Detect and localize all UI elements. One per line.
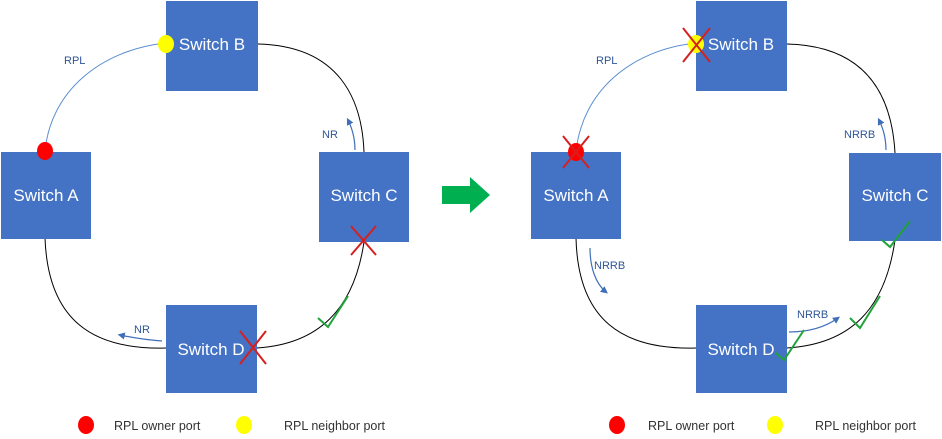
fault-x-icon-d [239, 330, 267, 365]
switch-d[interactable] [166, 305, 257, 393]
switch-a-label: Switch A [543, 186, 609, 205]
legend-neighbor-swatch [767, 416, 783, 434]
link-c-d-right [786, 239, 896, 349]
check-icon-c [881, 220, 911, 249]
right-legend: RPL owner port RPL neighbor port [609, 416, 917, 434]
left-ring-diagram: Switch A Switch B Switch C Switch D RPL … [1, 1, 409, 393]
nrrb-label-d: NRRB [797, 309, 828, 321]
switch-b[interactable] [166, 1, 258, 91]
switch-b[interactable] [696, 1, 787, 91]
legend-owner-label: RPL owner port [114, 419, 201, 433]
unblock-x-icon-a [562, 135, 590, 169]
switch-c[interactable] [849, 153, 941, 241]
switch-c[interactable] [319, 152, 409, 242]
legend-neighbor-swatch [236, 416, 252, 434]
switch-c-label: Switch C [861, 186, 928, 205]
switch-d[interactable] [696, 305, 787, 393]
rpl-link-a-b-right [575, 42, 697, 153]
nrrb-label-c: NRRB [844, 129, 875, 141]
switch-b-label: Switch B [708, 35, 774, 54]
link-b-c [257, 43, 365, 153]
legend-neighbor-label: RPL neighbor port [284, 419, 386, 433]
rpl-label: RPL [596, 55, 617, 67]
legend-neighbor-label: RPL neighbor port [815, 419, 917, 433]
nr-label-d: NR [134, 324, 150, 336]
nr-arrow-c [346, 117, 356, 151]
rpl-owner-port [37, 142, 53, 160]
legend-owner-swatch [78, 416, 94, 434]
fault-x-icon-c [350, 225, 377, 256]
legend-owner-swatch [609, 416, 625, 434]
switch-d-label: Switch D [707, 340, 774, 359]
link-c-d [256, 241, 365, 349]
link-b-c-right [786, 43, 896, 154]
nrrb-label-a: NRRB [594, 260, 625, 272]
check-icon-link [849, 295, 881, 330]
unblock-x-icon-b [682, 27, 711, 63]
transition-arrow-icon [442, 177, 490, 213]
switch-a-label: Switch A [13, 186, 79, 205]
link-d-a-right [575, 237, 697, 349]
switch-a[interactable] [1, 152, 91, 239]
legend-owner-label: RPL owner port [648, 419, 735, 433]
nr-label-c: NR [322, 129, 338, 141]
rpl-link-a-b [44, 42, 167, 153]
check-icon [317, 295, 349, 329]
rpl-neighbor-port [158, 35, 174, 53]
switch-d-label: Switch D [177, 340, 244, 359]
nr-arrow-d [117, 332, 163, 342]
switch-a[interactable] [531, 152, 621, 239]
check-icon-d [775, 329, 805, 362]
rpl-label: RPL [64, 55, 85, 67]
left-legend: RPL owner port RPL neighbor port [78, 416, 386, 434]
link-d-a [44, 237, 167, 349]
right-ring-diagram: Switch A Switch B Switch C Switch D RPL … [531, 1, 941, 393]
nrrb-arrow-d [788, 316, 840, 333]
nrrb-arrow-c [877, 117, 887, 151]
nrrb-arrow-a [589, 247, 608, 294]
switch-b-label: Switch B [179, 35, 245, 54]
switch-c-label: Switch C [330, 186, 397, 205]
